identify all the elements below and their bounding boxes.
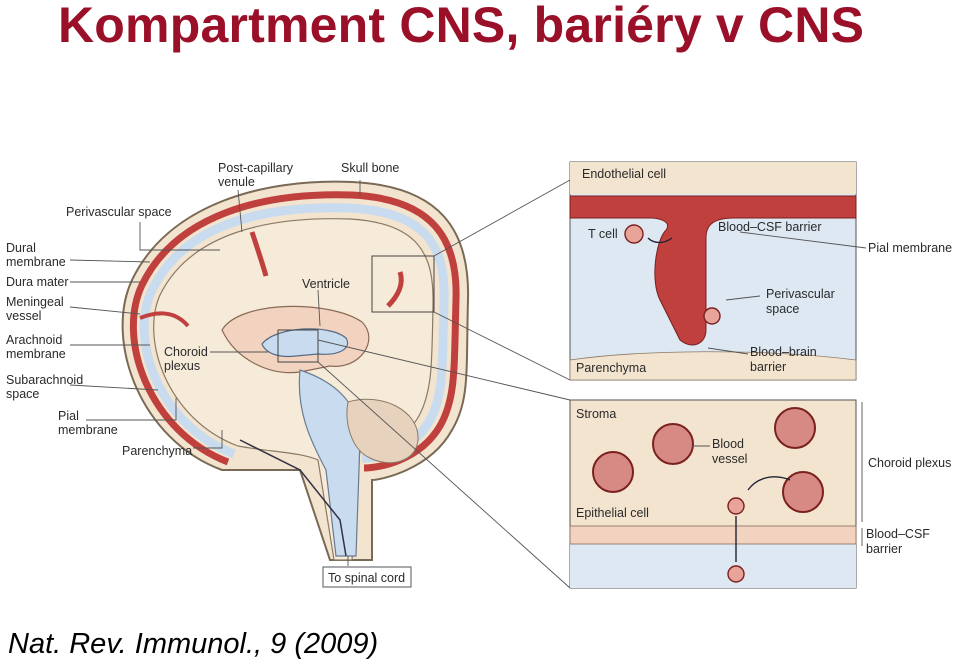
label-dural: Dural — [6, 241, 36, 255]
label-stroma: Stroma — [576, 407, 616, 421]
label-blood-csf-2: barrier — [866, 542, 902, 556]
label-subarachnoid: Subarachnoid — [6, 373, 83, 387]
label-parenchyma: Parenchyma — [122, 444, 192, 458]
citation: Nat. Rev. Immunol., 9 (2009) — [8, 628, 379, 660]
brain-tissue — [153, 218, 434, 561]
bottom-inset-panel — [569, 399, 857, 589]
label-choroid-plexus: Choroid plexus — [868, 456, 951, 470]
dura-mater — [130, 191, 460, 472]
label-meningeal: Meningeal — [6, 295, 64, 309]
label-skull-bone: Skull bone — [341, 161, 399, 175]
label-parenchyma-top: Parenchyma — [576, 361, 646, 375]
label-arachnoid-2: membrane — [6, 347, 66, 361]
label-epithelial-cell: Epithelial cell — [576, 506, 649, 520]
migrating-cell-2 — [727, 565, 745, 583]
label-post-capillary: Post-capillary — [218, 161, 294, 175]
label-to-spinal-cord: To spinal cord — [328, 571, 405, 585]
brain-section — [121, 180, 470, 561]
top-leaders — [707, 231, 867, 355]
choroid-inset-marker — [277, 329, 319, 363]
label-post-capillary-2: venule — [218, 175, 255, 189]
label-blood-csf-barrier-top: Blood–CSF barrier — [718, 220, 822, 234]
label-blood-2: vessel — [712, 452, 747, 466]
page-title: Kompartment CNS, bariéry v CNS — [58, 0, 865, 53]
blood-vessel-1 — [592, 451, 634, 493]
label-perivascular-space: Perivascular space — [66, 205, 172, 219]
meningeal-vessel — [139, 311, 190, 328]
label-perivascular: Perivascular — [766, 287, 835, 301]
label-subarachnoid-2: space — [6, 387, 39, 401]
label-dura-mater: Dura mater — [6, 275, 69, 289]
label-blood-csf: Blood–CSF — [866, 527, 930, 541]
top-inset-panel — [569, 161, 857, 381]
label-pial: Pial — [58, 409, 79, 423]
csf-flow-arrow — [239, 439, 347, 557]
t-cell-2 — [703, 307, 721, 325]
label-pial-2: membrane — [58, 423, 118, 437]
label-meningeal-2: vessel — [6, 309, 41, 323]
label-perivascular-2: space — [766, 302, 799, 316]
label-blood-brain-2: barrier — [750, 360, 786, 374]
post-capillary-venule — [249, 231, 269, 277]
blood-vessel-2 — [652, 423, 694, 465]
blood-vessel-4 — [782, 471, 824, 513]
to-spinal-cord-box — [322, 566, 412, 588]
label-choroid: Choroid — [164, 345, 208, 359]
label-arachnoid: Arachnoid — [6, 333, 62, 347]
label-dural-2: membrane — [6, 255, 66, 269]
subarachnoid-space — [139, 203, 449, 463]
bottom-leaders — [692, 402, 863, 546]
migrating-cell-1 — [727, 497, 745, 515]
label-choroid-2: plexus — [164, 359, 200, 373]
venule-inset-marker — [371, 255, 435, 313]
cerebellum — [346, 398, 419, 464]
label-ventricle: Ventricle — [302, 277, 350, 291]
label-blood-brain: Blood–brain — [750, 345, 817, 359]
t-cell — [624, 224, 644, 244]
venule-2 — [386, 271, 404, 308]
label-t-cell: T cell — [588, 227, 618, 241]
leader-lines — [69, 179, 571, 589]
label-endothelial-cell: Endothelial cell — [582, 167, 666, 181]
label-pial-membrane: Pial membrane — [868, 241, 952, 255]
label-blood: Blood — [712, 437, 744, 451]
blood-vessel-3 — [774, 407, 816, 449]
